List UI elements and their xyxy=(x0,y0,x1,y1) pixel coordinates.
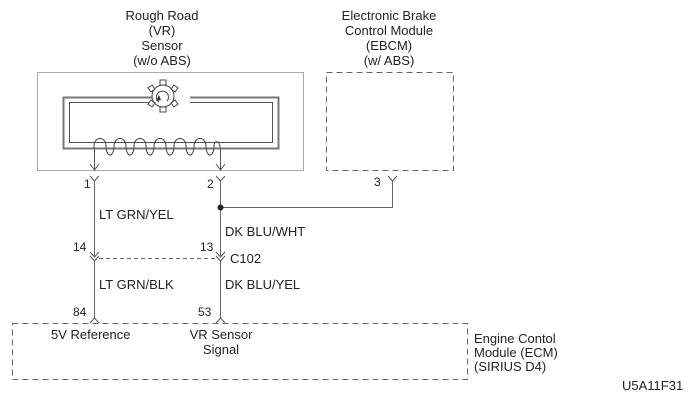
reluctor-gear-icon xyxy=(147,79,190,113)
ecm-housing xyxy=(12,323,468,380)
ecm-label-vr-sensor-signal: VR Sensor Signal xyxy=(190,327,253,357)
ebcm-title-line: Electronic Brake xyxy=(341,8,437,23)
vr-sensor-title-line: Rough Road xyxy=(125,8,199,23)
ecm-pin84-icon xyxy=(89,317,100,324)
ebcm-title-line: (w/ ABS) xyxy=(363,53,415,68)
splice-junction xyxy=(217,204,224,211)
figure-id: U5A11F31 xyxy=(622,378,684,393)
vr-sensor-title-line: (w/o ABS) xyxy=(133,53,191,68)
ecm-title: Engine Contol Module (ECM) (SIRIUS D4) xyxy=(474,332,558,374)
pin-number-1: 1 xyxy=(84,177,91,191)
pin-number-53: 53 xyxy=(198,305,212,319)
ecm-label-5v-reference: 5V Reference xyxy=(51,327,131,342)
wire-label-lower-left: LT GRN/BLK xyxy=(99,277,174,292)
ecm-title-line: (SIRIUS D4) xyxy=(474,359,547,374)
ebcm-title-line: (EBCM) xyxy=(365,38,413,53)
vr-sensor-title: Rough Road (VR) Sensor (w/o ABS) xyxy=(126,8,199,68)
ecm-signal-label-line: VR Sensor xyxy=(189,327,253,342)
pin-number-84: 84 xyxy=(73,305,87,319)
ebcm-title: Electronic Brake Control Module (EBCM) (… xyxy=(342,8,437,68)
wire-label-upper-right: DK BLU/WHT xyxy=(225,224,306,239)
vr-sensor-title-line: Sensor xyxy=(141,38,183,53)
vr-sensor-housing xyxy=(37,72,304,171)
pin2-connector-icon xyxy=(215,175,226,182)
pin-number-14: 14 xyxy=(73,240,87,254)
wire-label-upper-left: LT GRN/YEL xyxy=(99,207,174,222)
connector-c102-label: C102 xyxy=(230,251,262,266)
ecm-pin53-icon xyxy=(215,317,226,324)
pin1-connector-icon xyxy=(89,175,100,182)
ecm-title-line: Engine Contol xyxy=(474,331,556,346)
vr-sensor-title-line: (VR) xyxy=(148,23,176,38)
wire-label-lower-right: DK BLU/YEL xyxy=(225,277,301,292)
wire-ebcm-branch xyxy=(220,181,393,208)
pin-number-2: 2 xyxy=(207,177,214,191)
ebcm-title-line: Control Module xyxy=(344,23,434,38)
sensor-coil xyxy=(93,138,221,156)
pin-number-3: 3 xyxy=(374,175,381,189)
ecm-signal-label-line: Signal xyxy=(202,342,240,357)
ebcm-housing xyxy=(326,72,454,171)
pin3-connector-icon xyxy=(387,175,398,182)
pin-number-13: 13 xyxy=(200,240,214,254)
ecm-title-line: Module (ECM) xyxy=(474,345,558,360)
